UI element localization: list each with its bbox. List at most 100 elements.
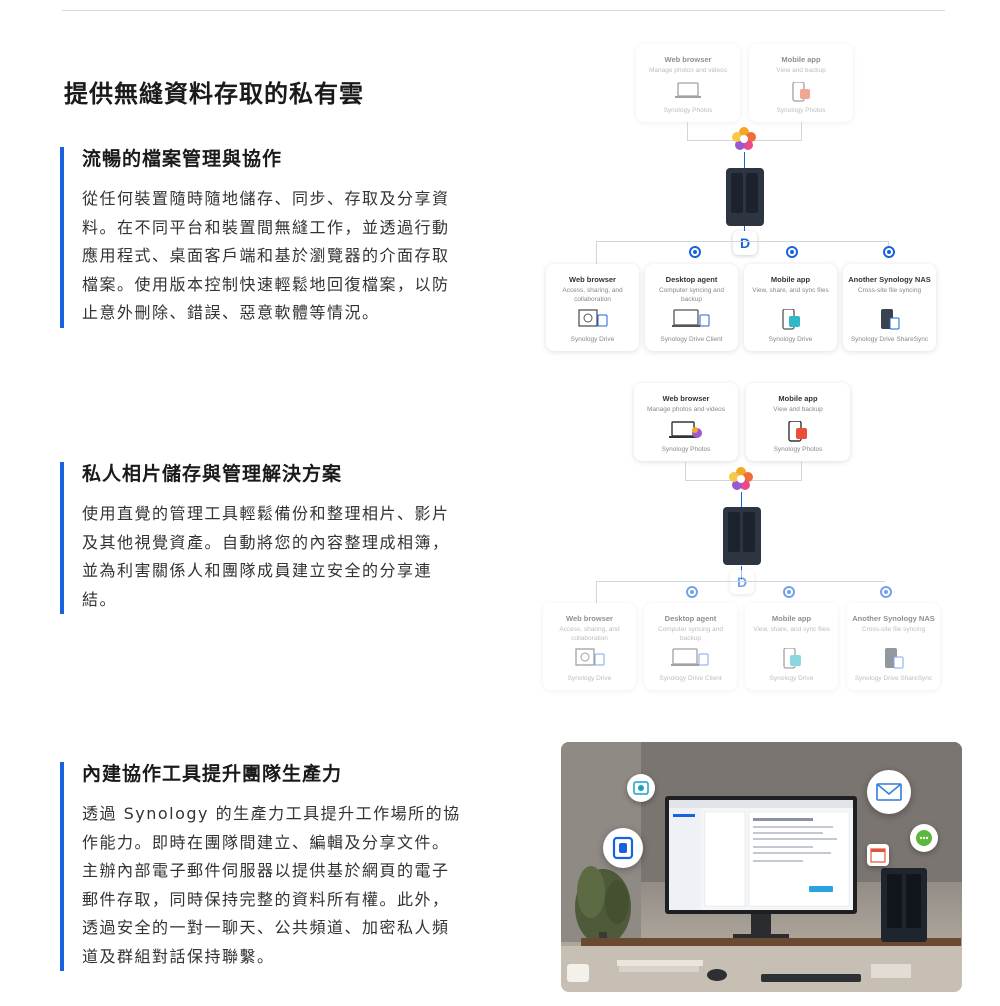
laptop-icon [670, 648, 708, 666]
top-divider [62, 10, 945, 11]
card-title: Web browser [566, 614, 613, 623]
card-title: Mobile app [781, 55, 821, 64]
connector [596, 581, 597, 603]
photos-mobile-card: Mobile app View and backup Synology Phot… [746, 383, 850, 461]
architecture-diagram-drive: Web browser Manage photos and videos Syn… [540, 40, 950, 360]
drive-mobile-card: Mobile app View, share, and sync files S… [744, 264, 837, 351]
card-subtitle: Manage photos and videos [646, 406, 726, 413]
card-subtitle: View and backup [776, 67, 826, 74]
feature-body: 透過 Synology 的生產力工具提升工作場所的協作能力。即時在團隊間建立、編… [82, 804, 461, 966]
feature-body: 使用直覺的管理工具輕鬆備份和整理相片、影片及其他視覺資產。自動將您的內容整理成相… [82, 504, 450, 609]
laptop-icon [671, 309, 709, 327]
card-subtitle: Cross-site file syncing [861, 626, 926, 633]
mail-app-icon [867, 770, 911, 814]
feature-collaboration-tools: 內建協作工具提升團隊生產力 透過 Synology 的生產力工具提升工作場所的協… [60, 762, 462, 971]
connector-node [686, 586, 698, 598]
drive-sharesync-card: Another Synology NAS Cross-site file syn… [847, 603, 940, 690]
card-title: Desktop agent [665, 275, 718, 284]
connector-node [786, 246, 798, 258]
card-title: Mobile app [770, 275, 811, 284]
photos-flower-icon [732, 127, 756, 150]
photos-web-card: Web browser Manage photos and videos Syn… [634, 383, 738, 461]
connector [596, 241, 597, 265]
card-subtitle: View, share, and sync files [752, 287, 829, 294]
photos-flower-icon [729, 467, 753, 490]
feature-title: 內建協作工具提升團隊生產力 [82, 763, 343, 785]
drive-desktop-card: Desktop agent Computer syncing and backu… [644, 603, 737, 690]
card-subtitle: Cross-site file syncing [857, 287, 922, 294]
connector-node [880, 586, 892, 598]
card-title: Another Synology NAS [848, 275, 931, 284]
card-app-name: Synology Drive ShareSync [854, 675, 933, 682]
office-app-icon [627, 774, 655, 802]
calendar-icon [870, 848, 886, 863]
card-app-name: Synology Photos [776, 107, 826, 114]
drive-web-card: Web browser Access, sharing, and collabo… [546, 264, 639, 351]
drive-desktop-card: Desktop agent Computer syncing and backu… [645, 264, 738, 351]
drive-sharesync-card: Another Synology NAS Cross-site file syn… [843, 264, 936, 351]
nas-small-icon [884, 648, 903, 669]
calendar-app-icon [867, 844, 889, 866]
connector [685, 461, 686, 480]
office-scene-image [561, 742, 962, 992]
browser-icon [574, 648, 604, 666]
card-app-name: Synology Photos [663, 107, 713, 114]
office-photo [561, 742, 962, 992]
feature-title: 私人相片儲存與管理解決方案 [82, 463, 343, 485]
connector-node [883, 246, 895, 258]
laptop-icon [669, 421, 702, 438]
phone-icon [782, 648, 801, 669]
connector [596, 581, 885, 582]
drive-web-card: Web browser Access, sharing, and collabo… [543, 603, 636, 690]
nas-small-icon [880, 309, 899, 330]
chat-icon [916, 830, 932, 846]
laptop-icon [675, 82, 701, 98]
card-subtitle: Manage photos and videos [648, 67, 728, 74]
card-subtitle: Computer syncing and backup [657, 626, 724, 642]
camera-icon [633, 781, 649, 795]
nas-icon [723, 507, 761, 565]
drive-mobile-card: Mobile app View, share, and sync files S… [745, 603, 838, 690]
connector [744, 152, 745, 168]
card-subtitle: View and backup [773, 406, 823, 413]
mail-icon [876, 783, 902, 801]
card-app-name: Synology Drive [567, 675, 612, 682]
connector-node [783, 586, 795, 598]
nas-icon [726, 168, 764, 226]
card-subtitle: Access, sharing, and collaboration [562, 287, 623, 303]
photos-mobile-card: Mobile app View and backup Synology Phot… [749, 44, 853, 122]
connector [596, 241, 889, 242]
drive-logo-icon [612, 836, 634, 860]
card-title: Web browser [664, 55, 712, 64]
connector [741, 492, 742, 508]
card-title: Mobile app [778, 394, 818, 403]
card-app-name: Synology Drive [768, 336, 813, 343]
card-title: Web browser [662, 394, 710, 403]
phone-icon [792, 82, 810, 102]
card-title: Mobile app [771, 614, 812, 623]
browser-icon [577, 309, 607, 327]
card-title: Web browser [569, 275, 616, 284]
chat-app-icon [910, 824, 938, 852]
connector [687, 122, 688, 140]
card-title: Desktop agent [664, 614, 717, 623]
phone-icon [781, 309, 800, 330]
drive-logo-icon: D [730, 570, 754, 594]
feature-body: 從任何裝置隨時隨地儲存、同步、存取及分享資料。在不同平台和裝置間無縫工作，並透過… [82, 189, 450, 322]
card-app-name: Synology Drive Client [660, 336, 723, 343]
card-app-name: Synology Drive [570, 336, 615, 343]
feature-photo-management: 私人相片儲存與管理解決方案 使用直覺的管理工具輕鬆備份和整理相片、影片及其他視覺… [60, 462, 462, 614]
drive-app-icon [603, 828, 643, 868]
card-subtitle: Computer syncing and backup [658, 287, 725, 303]
card-app-name: Synology Drive [769, 675, 814, 682]
connector [801, 461, 802, 480]
card-app-name: Synology Drive Client [659, 675, 722, 682]
architecture-diagram-photos: Web browser Manage photos and videos Syn… [540, 380, 950, 700]
photos-web-card: Web browser Manage photos and videos Syn… [636, 44, 740, 122]
page-title: 提供無縫資料存取的私有雲 [64, 80, 364, 108]
phone-icon [788, 421, 807, 442]
card-title: Another Synology NAS [852, 614, 935, 623]
card-subtitle: View, share, and sync files [753, 626, 830, 633]
card-app-name: Synology Drive ShareSync [850, 336, 929, 343]
card-subtitle: Access, sharing, and collaboration [559, 626, 620, 642]
